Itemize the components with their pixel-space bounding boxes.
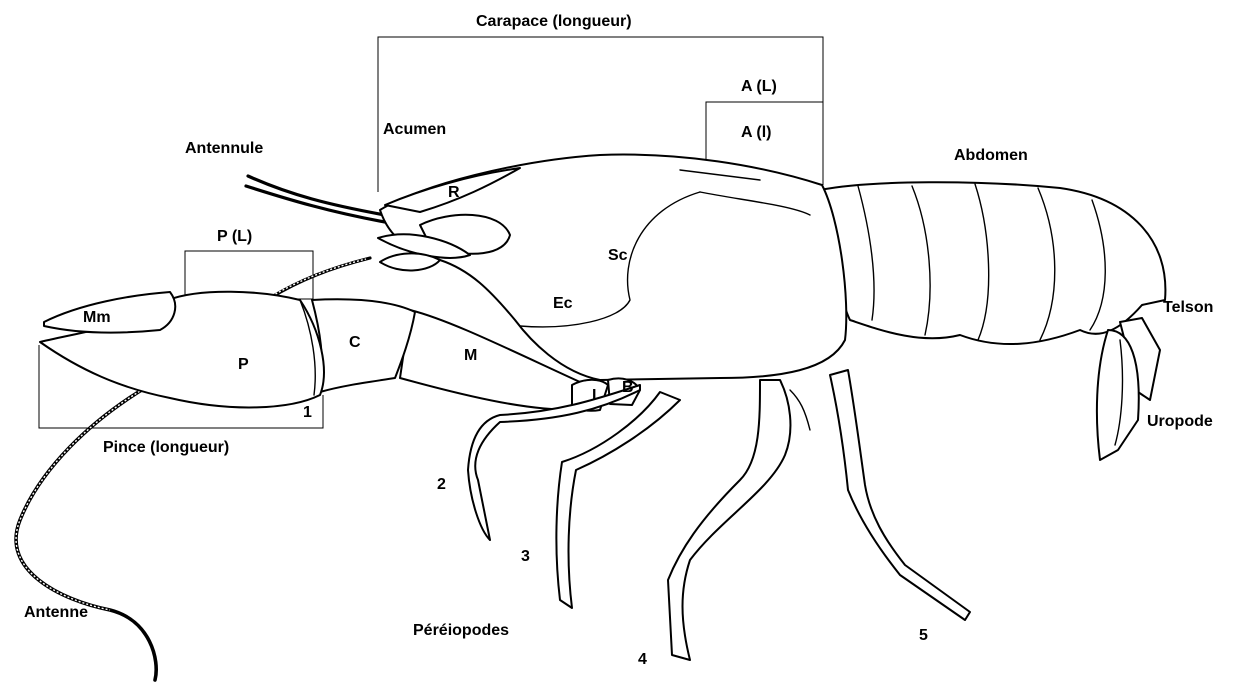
telson-label: Telson xyxy=(1163,300,1213,316)
leg-3-label: 3 xyxy=(521,549,530,565)
pereiopod-5 xyxy=(830,370,970,620)
antenna-whip xyxy=(16,385,156,680)
propodus-label: P xyxy=(238,357,249,373)
pereiopod-2 xyxy=(468,385,640,540)
areola-length-label: A (L) xyxy=(741,79,777,95)
carapace-length-label: Carapace (longueur) xyxy=(476,14,632,30)
uropod-label: Uropode xyxy=(1147,414,1213,430)
leg-2-label: 2 xyxy=(437,477,446,493)
pereiopod-3 xyxy=(556,392,680,608)
pereiopod-4 xyxy=(668,380,790,660)
palm-length-label: P (L) xyxy=(217,229,252,245)
cervical-spine-label: Ec xyxy=(553,296,573,312)
acumen-label: Acumen xyxy=(383,122,446,138)
antennule-label: Antennule xyxy=(185,141,263,157)
movable-finger-label: Mm xyxy=(83,310,111,326)
carpus-label: C xyxy=(349,335,361,351)
areola-width-label: A (l) xyxy=(741,125,772,141)
chela-length-label: Pince (longueur) xyxy=(103,440,229,456)
dactyl-number-label: 1 xyxy=(303,405,312,421)
uropod xyxy=(1097,330,1139,460)
abdomen-label: Abdomen xyxy=(954,148,1028,164)
antennule-flagellum-1 xyxy=(248,176,385,215)
pereiopods-label: Péréiopodes xyxy=(413,623,509,639)
basis-label: B xyxy=(622,380,634,396)
leg-5-label: 5 xyxy=(919,628,928,644)
antenna-peduncle xyxy=(270,258,370,298)
suborbital-label: Sc xyxy=(608,248,628,264)
ischium-label: I xyxy=(592,388,596,404)
antennule-flagellum-2 xyxy=(246,186,385,222)
antenna-label: Antenne xyxy=(24,605,88,621)
rostrum-label: R xyxy=(448,185,460,201)
merus-label: M xyxy=(464,348,477,364)
leg-4-label: 4 xyxy=(638,652,647,668)
